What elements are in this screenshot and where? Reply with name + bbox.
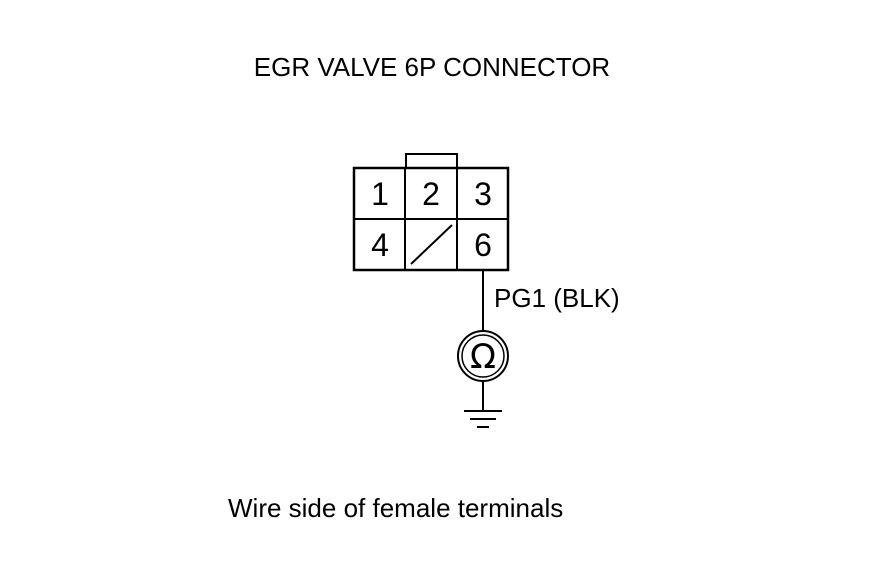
pin-4-label: 4 bbox=[371, 227, 389, 263]
diagram-title: EGR VALVE 6P CONNECTOR bbox=[253, 52, 611, 82]
connector-lock-tab bbox=[405, 153, 458, 169]
pin-1-label: 1 bbox=[371, 176, 389, 212]
empty-cavity-slash bbox=[410, 224, 453, 265]
ground-icon bbox=[464, 410, 502, 428]
ohm-symbol: Ω bbox=[470, 337, 496, 377]
pin-6-label: 6 bbox=[474, 227, 492, 263]
pin-3-label: 3 bbox=[474, 176, 492, 212]
wire-label: PG1 (BLK) bbox=[494, 283, 620, 313]
ohmmeter-icon: Ω bbox=[457, 330, 509, 382]
diagram-caption: Wire side of female terminals bbox=[228, 493, 564, 523]
pin-2-label: 2 bbox=[422, 176, 440, 212]
